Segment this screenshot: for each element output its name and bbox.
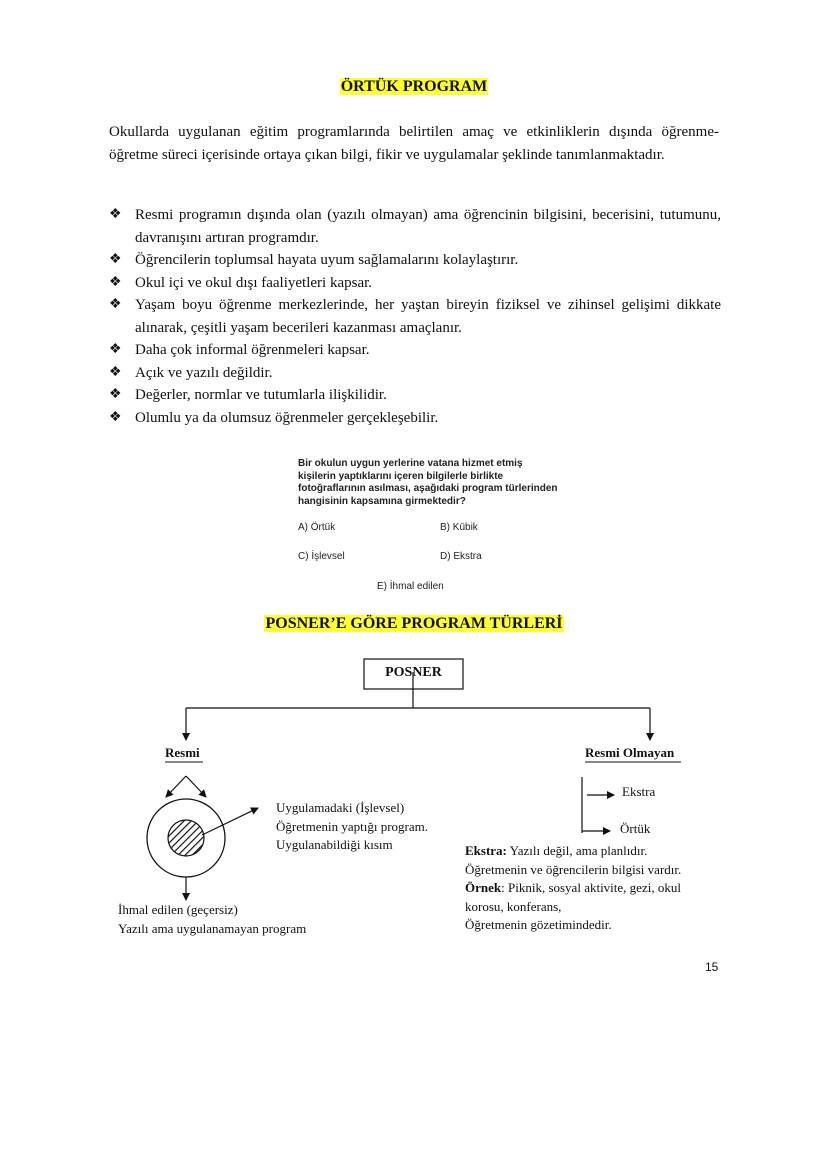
list-item: ❖Yaşam boyu öğrenme merkezlerinde, her y…: [109, 294, 721, 339]
split-arrow-right: [185, 775, 207, 798]
quiz-question: Bir okulun uygun yerlerine vatana hizmet…: [298, 458, 558, 507]
list-item: ❖Öğrencilerin toplumsal hayata uyum sağl…: [109, 249, 721, 272]
bullet-list: ❖Resmi programın dışında olan (yazılı ol…: [109, 204, 721, 429]
list-item: ❖Okul içi ve okul dışı faaliyetleri kaps…: [109, 272, 721, 295]
resmi-olmayan-label: Resmi Olmayan: [585, 745, 675, 760]
ortuk-label: Örtük: [620, 821, 651, 836]
quiz-option-e: E) İhmal edilen: [377, 581, 444, 592]
root-label: POSNER: [385, 665, 442, 680]
resmi-label: Resmi: [165, 745, 200, 760]
list-item: ❖Değerler, normlar ve tutumlarla ilişkil…: [109, 384, 721, 407]
bullet-icon: ❖: [109, 342, 122, 357]
page-number: 15: [705, 960, 719, 974]
list-item: ❖Resmi programın dışında olan (yazılı ol…: [109, 204, 721, 249]
bullet-icon: ❖: [109, 297, 122, 312]
quiz-option-b: B) Kübik: [440, 522, 478, 533]
ekstra-label: Ekstra: [622, 784, 656, 799]
section-title-wrap: POSNER’E GÖRE PROGRAM TÜRLERİ: [0, 615, 828, 633]
applied-arrow: [201, 807, 259, 836]
list-item: ❖Açık ve yazılı değildir.: [109, 362, 721, 385]
list-item: ❖Daha çok informal öğrenmeleri kapsar.: [109, 339, 721, 362]
bullet-icon: ❖: [109, 207, 122, 222]
inner-hatched-circle: [167, 819, 205, 857]
bullet-icon: ❖: [109, 252, 122, 267]
intro-paragraph: Okullarda uygulanan eğitim programlarınd…: [109, 124, 719, 163]
page-title: ÖRTÜK PROGRAM: [339, 78, 489, 95]
quiz-option-c: C) İşlevsel: [298, 551, 345, 562]
quiz-option-a: A) Örtük: [298, 522, 336, 533]
page-title-wrap: ÖRTÜK PROGRAM: [0, 78, 828, 96]
section-title: POSNER’E GÖRE PROGRAM TÜRLERİ: [264, 615, 564, 632]
bullet-icon: ❖: [109, 409, 122, 425]
extra-note: Ekstra: Yazılı değil, ama planlıdır. Öğr…: [465, 843, 682, 932]
ignored-text: İhmal edilen (geçersiz) Yazılı ama uygul…: [118, 902, 307, 936]
list-item: ❖Olumlu ya da olumsuz öğrenmeler gerçekl…: [109, 407, 721, 430]
applied-text: Uygulamadaki (İşlevsel) Öğretmenin yaptı…: [276, 800, 428, 852]
quiz-option-d: D) Ekstra: [440, 551, 482, 562]
bullet-icon: ❖: [109, 387, 122, 402]
bullet-icon: ❖: [109, 364, 122, 380]
split-arrow-left: [165, 775, 187, 798]
bullet-icon: ❖: [109, 274, 122, 290]
